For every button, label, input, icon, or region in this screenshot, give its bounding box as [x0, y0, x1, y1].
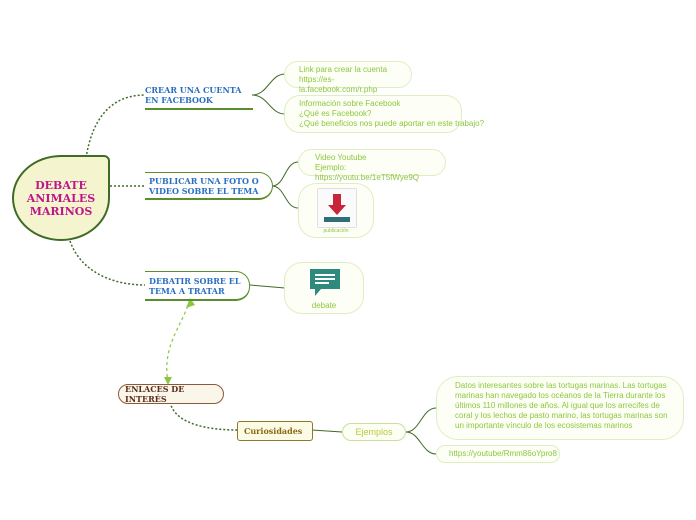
branch-info [251, 94, 286, 115]
topic-enlaces[interactable]: ENLACES DE INTERÉS [118, 384, 224, 404]
image-debate[interactable]: debate [284, 262, 364, 314]
note-video-youtube[interactable]: Video Youtube Ejemplo: https://youtu.be/… [298, 149, 446, 182]
note-youtube-link[interactable]: https://youtube/Rmm86oYpro8 [436, 445, 560, 463]
note-link-cuenta[interactable]: Link para crear la cuenta https://es-la.… [284, 61, 412, 94]
download-icon [317, 188, 357, 228]
topic-debatir-label: DEBATIR SOBRE EL TEMA A TRATAR [149, 276, 241, 296]
topic-debatir[interactable]: DEBATIR SOBRE EL TEMA A TRATAR [145, 271, 250, 301]
central-topic[interactable]: DEBATE ANIMALES MARINOS [12, 155, 110, 241]
branch-datos [405, 407, 437, 433]
note-info-line1: Información sobre Facebook [299, 99, 401, 108]
note-video-line2: Ejemplo: https://youtu.be/1eT5fWye9Q [315, 163, 419, 182]
chat-icon [309, 268, 341, 298]
branch-debate-img [249, 284, 286, 289]
branch-youtube [405, 431, 437, 455]
note-link-line2: https://es-la.facebook.com/r.php [299, 75, 378, 94]
topic-curiosidades[interactable]: Curiosidades [237, 421, 313, 441]
note-youtube-text: https://youtube/Rmm86oYpro8 [449, 449, 557, 458]
note-video-line1: Video Youtube [315, 153, 367, 162]
note-link-line1: Link para crear la cuenta [299, 65, 388, 74]
topic-crear-label: CREAR UNA CUENTA EN FACEBOOK [145, 85, 242, 105]
image-publicacion[interactable]: publicación [298, 183, 374, 238]
branch-link [251, 73, 286, 96]
topic-curiosidades-label: Curiosidades [244, 426, 303, 436]
branch-crear [85, 94, 146, 159]
topic-publicar-foto[interactable]: PUBLICAR UNA FOTO O VIDEO SOBRE EL TEMA [145, 172, 273, 200]
branch-video [271, 161, 299, 187]
branch-curiosidades [169, 401, 239, 431]
topic-publicar-label: PUBLICAR UNA FOTO O VIDEO SOBRE EL TEMA [149, 176, 259, 196]
note-info-facebook[interactable]: Información sobre Facebook ¿Qué es Faceb… [284, 95, 485, 133]
debate-caption: debate [311, 301, 337, 310]
topic-crear-cuenta[interactable]: CREAR UNA CUENTA EN FACEBOOK [145, 82, 253, 110]
note-info-line2: ¿Qué es Facebook? [299, 109, 372, 118]
note-datos-tortugas[interactable]: Datos interesantes sobre las tortugas ma… [436, 376, 684, 440]
publicacion-caption: publicación [323, 228, 349, 234]
topic-ejemplos-label: Ejemplos [355, 427, 393, 437]
note-info-line3: ¿Qué beneficios nos puede aportar en est… [299, 119, 485, 128]
relation-line [166, 299, 191, 384]
topic-ejemplos[interactable]: Ejemplos [342, 423, 406, 441]
topic-enlaces-label: ENLACES DE INTERÉS [125, 384, 185, 404]
note-datos-text: Datos interesantes sobre las tortugas ma… [455, 381, 668, 430]
branch-pub-img [271, 185, 299, 209]
central-topic-label: DEBATE ANIMALES MARINOS [26, 178, 96, 218]
branch-ejemplos [311, 429, 343, 433]
branch-debatir [69, 240, 146, 286]
